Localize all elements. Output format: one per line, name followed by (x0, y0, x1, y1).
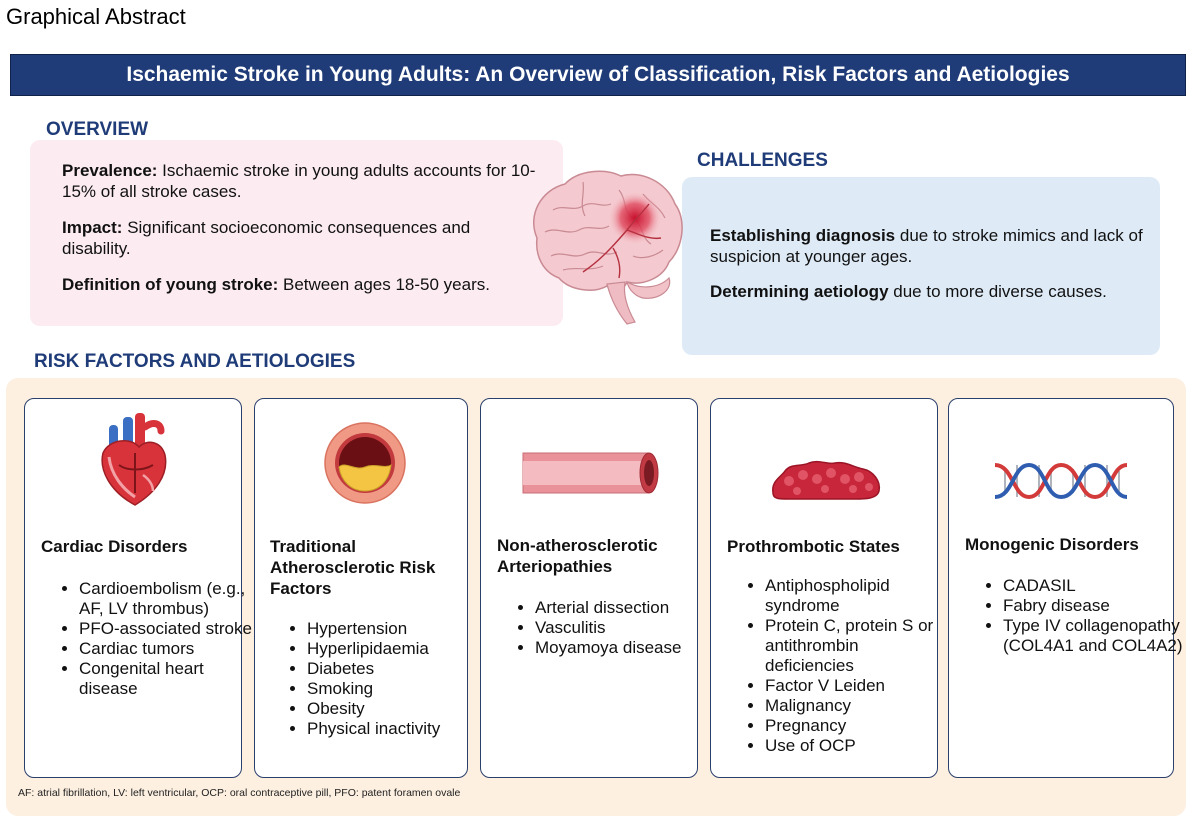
challenges-label: Establishing diagnosis (710, 226, 896, 245)
dna-icon (994, 462, 1128, 500)
list-item: Physical inactivity (307, 719, 487, 739)
list-item: Protein C, protein S or antithrombin def… (765, 616, 951, 676)
card-list: Hypertension Hyperlipidaemia Diabetes Sm… (285, 619, 487, 739)
list-item: Vasculitis (535, 618, 715, 638)
list-item: Diabetes (307, 659, 487, 679)
challenges-heading: CHALLENGES (697, 150, 828, 171)
card-list: Antiphospholipid syndrome Protein C, pro… (743, 576, 951, 756)
card-title: Cardiac Disorders (41, 537, 188, 556)
vessel-icon (522, 452, 659, 494)
list-item: Use of OCP (765, 736, 951, 756)
list-item: CADASIL (1003, 576, 1183, 596)
overview-text: Significant socioeconomic consequences a… (62, 218, 471, 258)
overview-item-definition: Definition of young stroke: Between ages… (62, 274, 541, 295)
list-item: Antiphospholipid syndrome (765, 576, 951, 616)
card-prothrombotic-states: Prothrombotic States Antiphospholipid sy… (710, 398, 938, 778)
brain-icon (532, 170, 683, 325)
list-item: Congenital heart disease (79, 659, 255, 699)
list-item: Cardiac tumors (79, 639, 255, 659)
graphical-abstract-label: Graphical Abstract (6, 4, 186, 29)
list-item: Malignancy (765, 696, 951, 716)
card-title: Traditional Atherosclerotic Risk Factors (270, 537, 436, 598)
challenges-text: due to more diverse causes. (888, 282, 1107, 301)
overview-item-impact: Impact: Significant socioeconomic conseq… (62, 217, 541, 259)
list-item: Cardioembolism (e.g., AF, LV thrombus) (79, 579, 255, 619)
overview-label: Impact: (62, 218, 123, 237)
list-item: Smoking (307, 679, 487, 699)
overview-item-prevalence: Prevalence: Ischaemic stroke in young ad… (62, 160, 541, 202)
list-item: Obesity (307, 699, 487, 719)
title-banner: Ischaemic Stroke in Young Adults: An Ove… (10, 54, 1186, 96)
list-item: Fabry disease (1003, 596, 1183, 616)
footnote: AF: atrial fibrillation, LV: left ventri… (18, 787, 461, 799)
list-item: Type IV collagenopathy (COL4A1 and COL4A… (1003, 616, 1183, 656)
card-atherosclerotic-risk-factors: Traditional Atherosclerotic Risk Factors… (254, 398, 468, 778)
card-list: CADASIL Fabry disease Type IV collagenop… (981, 576, 1183, 656)
list-item: Factor V Leiden (765, 676, 951, 696)
card-list: Arterial dissection Vasculitis Moyamoya … (513, 598, 715, 658)
challenges-label: Determining aetiology (710, 282, 889, 301)
card-list: Cardioembolism (e.g., AF, LV thrombus) P… (57, 579, 255, 699)
artery-plaque-icon (324, 422, 406, 504)
blood-clot-icon (772, 460, 881, 500)
overview-label: Prevalence: (62, 161, 158, 180)
list-item: Moyamoya disease (535, 638, 715, 658)
card-title: Prothrombotic States (727, 537, 900, 556)
list-item: PFO-associated stroke (79, 619, 255, 639)
challenges-box: Establishing diagnosis due to stroke mim… (682, 177, 1160, 355)
risk-factors-heading: RISK FACTORS AND AETIOLOGIES (34, 351, 356, 372)
card-title: Non-atherosclerotic Arteriopathies (497, 536, 658, 576)
list-item: Pregnancy (765, 716, 951, 736)
card-monogenic-disorders: Monogenic Disorders CADASIL Fabry diseas… (948, 398, 1183, 778)
page-title: Ischaemic Stroke in Young Adults: An Ove… (126, 63, 1070, 86)
overview-text: Between ages 18-50 years. (278, 275, 490, 294)
challenges-item-diagnosis: Establishing diagnosis due to stroke mim… (710, 225, 1144, 267)
overview-label: Definition of young stroke: (62, 275, 279, 294)
card-cardiac-disorders: Cardiac Disorders Cardioembolism (e.g., … (24, 398, 252, 778)
heart-icon (101, 413, 167, 506)
challenges-item-aetiology: Determining aetiology due to more divers… (710, 281, 1144, 302)
list-item: Hypertension (307, 619, 487, 639)
overview-heading: OVERVIEW (46, 119, 149, 140)
challenges-text: due to stroke mimics and lack of suspici… (710, 226, 1143, 266)
overview-text: Ischaemic stroke in young adults account… (62, 161, 536, 201)
list-item: Hyperlipidaemia (307, 639, 487, 659)
card-title: Monogenic Disorders (965, 535, 1139, 554)
overview-box: Prevalence: Ischaemic stroke in young ad… (30, 140, 563, 326)
card-non-atherosclerotic-arteriopathies: Non-atherosclerotic Arteriopathies Arter… (480, 398, 698, 778)
list-item: Arterial dissection (535, 598, 715, 618)
